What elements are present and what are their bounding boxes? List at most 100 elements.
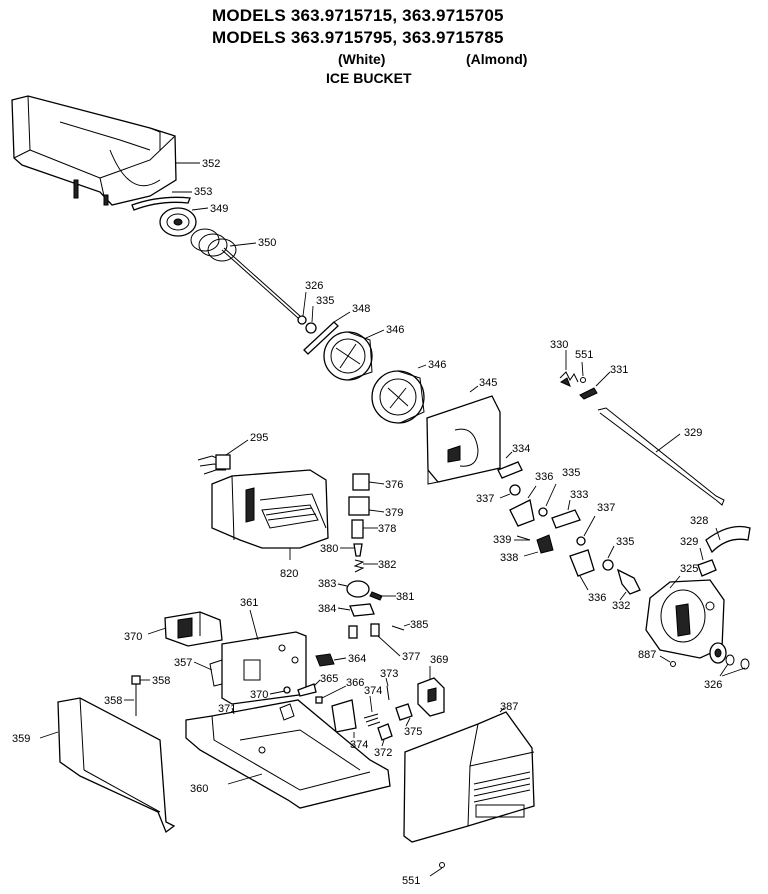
variant-almond: (Almond) bbox=[466, 51, 528, 67]
label-329-a: 329 bbox=[684, 427, 702, 439]
part-383-shape bbox=[346, 580, 370, 598]
title-ice-bucket: ICE BUCKET bbox=[326, 70, 412, 86]
label-360: 360 bbox=[190, 783, 208, 795]
label-345: 345 bbox=[479, 377, 497, 389]
part-328-shape bbox=[705, 525, 751, 554]
ice-bucket-drawing bbox=[11, 95, 177, 206]
label-820: 820 bbox=[280, 568, 298, 580]
part-381-shape bbox=[369, 591, 383, 601]
label-358-b: 358 bbox=[104, 695, 122, 707]
label-333: 333 bbox=[570, 489, 588, 501]
label-374-a: 374 bbox=[364, 685, 382, 697]
part-332-shape bbox=[616, 568, 641, 595]
part-333-shape bbox=[551, 509, 581, 529]
part-337-b-shape bbox=[576, 536, 586, 546]
title-line-2: MODELS 363.9715795, 363.9715785 bbox=[212, 28, 504, 47]
part-382-spring bbox=[353, 559, 365, 573]
label-337-b: 337 bbox=[597, 502, 615, 514]
label-551-b: 551 bbox=[402, 875, 420, 887]
part-360-tray bbox=[185, 699, 391, 809]
part-349-shape bbox=[159, 207, 197, 237]
part-346-drum-1 bbox=[323, 331, 373, 381]
part-377-shape-b bbox=[370, 623, 380, 637]
part-385-pin bbox=[391, 625, 405, 631]
label-328: 328 bbox=[690, 515, 708, 527]
label-887: 887 bbox=[638, 649, 656, 661]
part-326-b-shape bbox=[709, 642, 750, 670]
part-365-shape bbox=[297, 683, 317, 697]
label-353: 353 bbox=[194, 186, 212, 198]
part-370-a-relay bbox=[164, 611, 223, 647]
part-345-plate bbox=[426, 395, 501, 485]
label-352: 352 bbox=[202, 158, 220, 170]
label-551-a: 551 bbox=[575, 349, 593, 361]
label-295: 295 bbox=[250, 432, 268, 444]
label-379: 379 bbox=[385, 507, 403, 519]
part-329-b-shape bbox=[697, 559, 717, 577]
part-551-b-screw bbox=[439, 862, 445, 868]
label-348: 348 bbox=[352, 303, 370, 315]
part-384-shape bbox=[349, 603, 375, 617]
label-339: 339 bbox=[493, 534, 511, 546]
label-366: 366 bbox=[346, 677, 364, 689]
label-357: 357 bbox=[174, 657, 192, 669]
part-375-shape bbox=[395, 703, 413, 721]
label-336-a: 336 bbox=[535, 471, 553, 483]
part-338-shape bbox=[536, 534, 554, 554]
part-887-screw bbox=[670, 661, 676, 667]
label-372: 372 bbox=[374, 747, 392, 759]
label-346-b: 346 bbox=[428, 359, 446, 371]
label-334: 334 bbox=[512, 443, 530, 455]
part-350-shape bbox=[190, 228, 301, 319]
label-387: 387 bbox=[500, 701, 518, 713]
part-295-harness bbox=[197, 454, 231, 475]
part-374-b-shape bbox=[331, 699, 357, 733]
label-364: 364 bbox=[348, 653, 366, 665]
title-line-1: MODELS 363.9715715, 363.9715705 bbox=[212, 6, 504, 25]
label-378: 378 bbox=[378, 523, 396, 535]
part-330-spring bbox=[559, 371, 579, 387]
label-325: 325 bbox=[680, 563, 698, 575]
part-377-shape-a bbox=[348, 625, 358, 639]
label-358-a: 358 bbox=[152, 675, 170, 687]
label-346-a: 346 bbox=[386, 324, 404, 336]
label-332: 332 bbox=[612, 600, 630, 612]
part-387-cover bbox=[403, 711, 535, 843]
part-373-pin bbox=[386, 685, 390, 701]
part-366-shape bbox=[315, 696, 323, 704]
label-370-a: 370 bbox=[124, 631, 142, 643]
part-326-washer-shape bbox=[297, 315, 307, 325]
label-335-a: 335 bbox=[316, 295, 334, 307]
part-376-shape bbox=[352, 473, 370, 491]
part-335-b-shape bbox=[538, 507, 548, 517]
part-335-c-shape bbox=[602, 559, 614, 571]
label-375: 375 bbox=[404, 726, 422, 738]
label-384: 384 bbox=[318, 603, 336, 615]
part-379-shape bbox=[348, 496, 370, 516]
label-373: 373 bbox=[380, 668, 398, 680]
part-334-shape bbox=[497, 461, 523, 479]
part-378-shape bbox=[351, 519, 364, 539]
label-365: 365 bbox=[320, 673, 338, 685]
label-359: 359 bbox=[12, 733, 30, 745]
part-372-shape bbox=[377, 723, 393, 741]
label-335-c: 335 bbox=[616, 536, 634, 548]
label-381: 381 bbox=[396, 591, 414, 603]
label-326-a: 326 bbox=[305, 280, 323, 292]
part-361-bracket bbox=[209, 631, 307, 705]
label-383: 383 bbox=[318, 578, 336, 590]
part-374-spring bbox=[363, 713, 381, 727]
label-374-b: 374 bbox=[350, 739, 368, 751]
label-330: 330 bbox=[550, 339, 568, 351]
label-349: 349 bbox=[210, 203, 228, 215]
label-371: 371 bbox=[218, 703, 236, 715]
part-369-bracket bbox=[417, 677, 445, 717]
variant-white: (White) bbox=[338, 51, 386, 67]
part-359-panel bbox=[57, 697, 176, 834]
label-370-b: 370 bbox=[250, 689, 268, 701]
label-329-b: 329 bbox=[680, 536, 698, 548]
label-377: 377 bbox=[402, 651, 420, 663]
part-339-pin bbox=[516, 535, 531, 541]
part-336-a-shape bbox=[509, 499, 535, 527]
